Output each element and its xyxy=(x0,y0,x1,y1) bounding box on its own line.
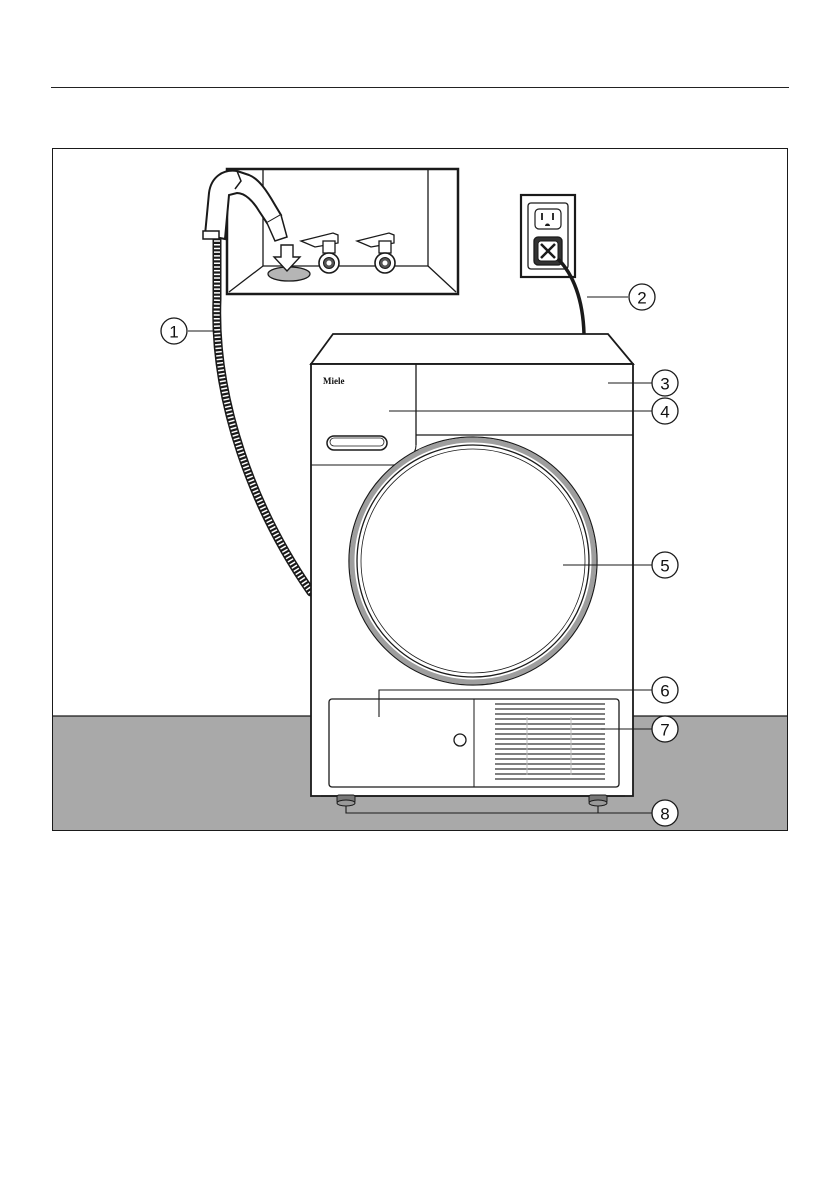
flap-button xyxy=(454,734,466,746)
callout-4: 4 xyxy=(652,398,678,424)
svg-text:1: 1 xyxy=(169,323,178,342)
svg-text:6: 6 xyxy=(660,682,669,701)
adjustable-foot-left xyxy=(337,795,355,806)
callout-7: 7 xyxy=(652,716,678,742)
svg-text:2: 2 xyxy=(637,289,646,308)
diagram-frame: Miele xyxy=(52,148,788,831)
porthole-door xyxy=(349,437,597,685)
header-rule xyxy=(51,87,789,88)
callout-3: 3 xyxy=(652,370,678,396)
dryer-installation-diagram: Miele xyxy=(53,149,788,831)
brand-logo: Miele xyxy=(323,376,345,386)
callout-8: 8 xyxy=(652,800,678,826)
callout-6: 6 xyxy=(652,677,678,703)
callout-1: 1 xyxy=(161,318,187,344)
svg-text:7: 7 xyxy=(660,721,669,740)
callout-2: 2 xyxy=(629,284,655,310)
svg-text:3: 3 xyxy=(660,375,669,394)
adjustable-foot-right xyxy=(589,795,607,806)
callout-5: 5 xyxy=(652,552,678,578)
power-outlet xyxy=(521,195,575,277)
svg-text:5: 5 xyxy=(660,557,669,576)
svg-text:8: 8 xyxy=(660,805,669,824)
svg-text:4: 4 xyxy=(660,403,669,422)
